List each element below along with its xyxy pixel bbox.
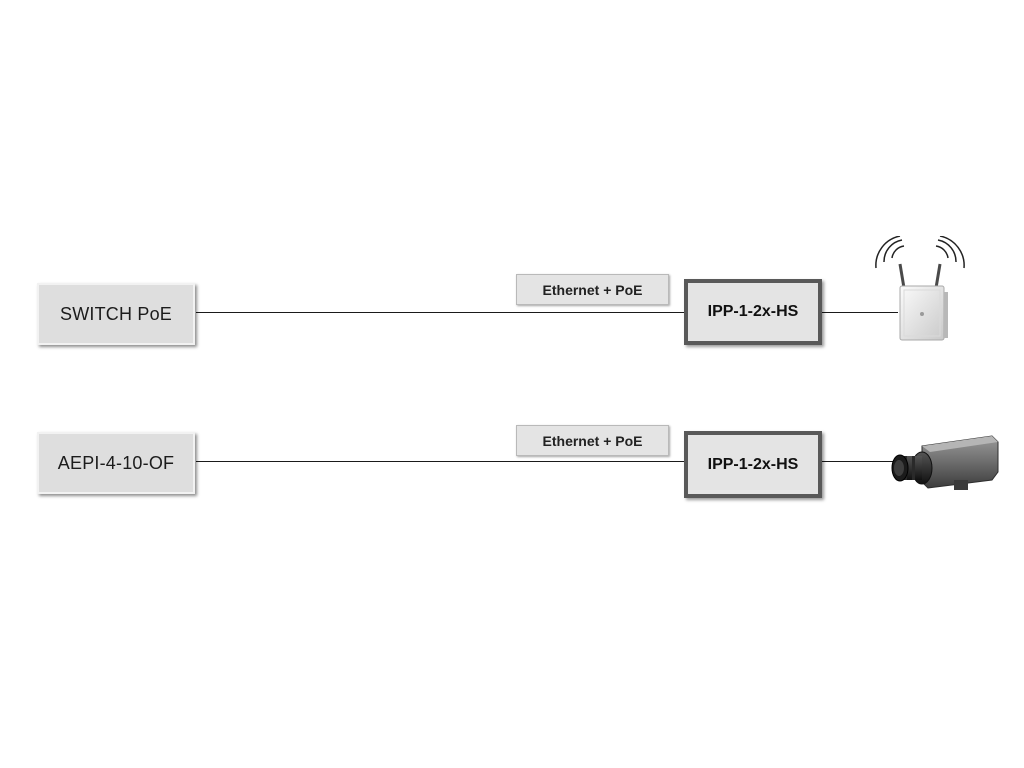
link-label-text: Ethernet + PoE bbox=[542, 432, 643, 449]
source-label: SWITCH PoE bbox=[59, 303, 172, 324]
device-box-ipp: IPP-1-2x-HS bbox=[684, 431, 822, 498]
source-box-aepi: AEPI-4-10-OF bbox=[37, 432, 195, 494]
link-label-text: Ethernet + PoE bbox=[542, 281, 643, 298]
device-box-ipp: IPP-1-2x-HS bbox=[684, 279, 822, 345]
connection-line-injector-to-camera bbox=[822, 461, 898, 462]
device-label: IPP-1-2x-HS bbox=[707, 455, 799, 473]
link-label-ethernet-poe: Ethernet + PoE bbox=[516, 425, 669, 456]
connection-line-switch-to-injector bbox=[196, 312, 684, 313]
device-label: IPP-1-2x-HS bbox=[707, 303, 799, 320]
connection-line-injector-to-access-point bbox=[822, 312, 898, 313]
security-camera-icon bbox=[888, 432, 1004, 502]
wireless-access-point-icon bbox=[864, 235, 974, 346]
connection-line-aepi-to-injector bbox=[196, 461, 684, 462]
link-label-ethernet-poe: Ethernet + PoE bbox=[516, 274, 669, 305]
source-box-switch-poe: SWITCH PoE bbox=[37, 283, 195, 345]
source-label: AEPI-4-10-OF bbox=[57, 452, 175, 473]
